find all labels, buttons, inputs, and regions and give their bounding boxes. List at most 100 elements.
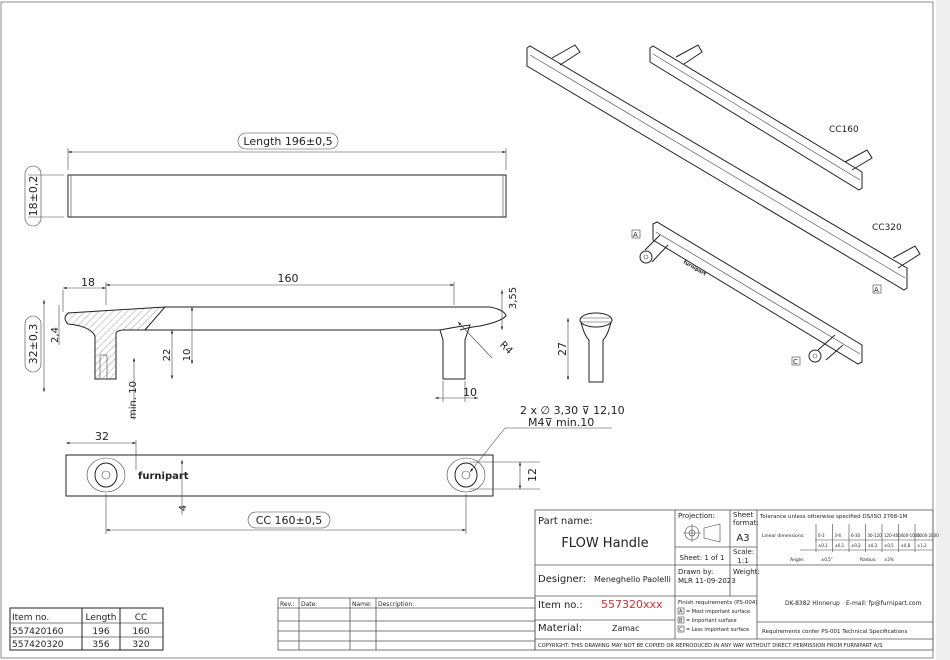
dim-10: 10 [182, 349, 193, 362]
drawn-by: MLR 11-09-2023 [678, 577, 736, 585]
dim-22: 22 [162, 349, 173, 362]
top-view-outline [67, 174, 507, 218]
material-label: Material: [538, 623, 582, 634]
width-label-box [24, 165, 42, 227]
tolerance-value: ±0,5 [884, 543, 894, 548]
tolerance-title: Tolerance unless otherwise specified DS/… [759, 514, 908, 520]
angle-value: ±0,5° [821, 557, 833, 562]
iso-logo: furnipart [682, 260, 707, 278]
finish-list: A = Most important surface B = Important… [677, 607, 750, 633]
angle-label: Angle: [790, 557, 804, 563]
hole-note-1: 2 x ∅ 3,30 ⊽ 12,10 [520, 404, 625, 417]
item-table: Item no. Length CC 557420160 196 160 557… [9, 607, 164, 651]
title-block: Part name: FLOW Handle Designer: Meneghe… [534, 509, 939, 651]
sheet-format-label: format: [733, 519, 759, 527]
finish-item: = Important surface [686, 618, 737, 624]
linear-label: Linear dimensions: [762, 533, 805, 539]
weight-label: Weight: [733, 568, 760, 576]
width-label: 18±0,2 [27, 176, 40, 217]
sheet-format: A3 [736, 533, 749, 544]
rev-header: Rev.: [280, 601, 295, 608]
tolerance-table: Tolerance unless otherwise specified DS/… [759, 514, 939, 563]
tolerance-range: 30-120 [868, 533, 883, 538]
projection-symbol-icon [683, 523, 721, 543]
section-hatch [64, 306, 167, 380]
svg-text:C: C [679, 627, 683, 633]
cc160-label: CC160 [829, 125, 859, 135]
svg-text:A: A [679, 609, 683, 615]
dim-27: 27 [556, 342, 569, 356]
iso-mark-a2: A [874, 286, 879, 294]
item-table-cell: 557420160 [12, 627, 64, 637]
item-table-cell: 196 [92, 627, 109, 637]
drawn-by-label: Drawn by: [678, 568, 713, 576]
dim-r4: R4 [497, 340, 514, 357]
dim-2-4: 2,4 [50, 327, 61, 343]
finish-item: = Most important surface [686, 609, 750, 615]
rev-header: Description: [378, 601, 414, 608]
dim-3-55: 3,55 [508, 287, 519, 309]
margin-strip [936, 0, 950, 660]
logo-text: furnipart [138, 471, 189, 482]
item-table-cell: 356 [92, 640, 109, 650]
dim-min-10: min. 10 [128, 381, 139, 419]
radius-label: Radius: [860, 557, 877, 563]
part-name: FLOW Handle [561, 536, 648, 551]
svg-text:B: B [679, 618, 683, 624]
tolerance-value: ±0,8 [901, 543, 911, 548]
material: Zamac [612, 624, 639, 633]
iso-mark-a1: A [633, 231, 638, 239]
tolerance-range: 6-30 [851, 533, 861, 538]
right-stem [439, 324, 471, 380]
projection-label: Projection: [678, 512, 715, 520]
finish-item: = Less important surface [686, 627, 749, 633]
dim-32: 32±0,3 [27, 324, 40, 365]
radius-value: ±5% [884, 557, 894, 562]
tolerance-value: ±0,1 [835, 543, 845, 548]
tolerance-range: 3-6 [835, 533, 842, 538]
tolerance-range: 400-1000 [901, 533, 921, 538]
tolerance-value: ±0,1 [818, 543, 828, 548]
item-table-cell: 160 [132, 627, 149, 637]
copyright: COPYRIGHT: THIS DRAWING MAY NOT BE COPIE… [538, 643, 882, 649]
requirements: Requirements confer PS-001 Technical Spe… [762, 629, 908, 635]
tolerance-range: 0-3 [818, 533, 825, 538]
tolerance-range: 120-400 [884, 533, 901, 538]
sheet-number: Sheet: 1 of 1 [680, 554, 725, 562]
cc320-label: CC320 [872, 223, 902, 233]
rev-header: Name: [352, 601, 372, 608]
finish-label: Finish requirements (PS-004) [678, 600, 758, 606]
designer-label: Designer: [538, 574, 586, 585]
dim-4: 4 [178, 505, 189, 511]
dim-32-bottom: 32 [95, 430, 109, 443]
revision-table: Rev.: Date: Name: Description: [277, 597, 536, 651]
dim-18: 18 [81, 276, 95, 289]
dim-160: 160 [278, 272, 299, 285]
tolerance-value: ±0,2 [851, 543, 861, 548]
item-table-cell: 320 [132, 640, 149, 650]
item-table-header: Item no. [12, 613, 49, 623]
address: DK-8382 Hinnerup [785, 600, 840, 607]
screw-hole [99, 354, 108, 380]
tolerance-value: ±1,2 [917, 543, 927, 548]
rev-header: Date: [301, 601, 317, 608]
tolerance-value: ±0,3 [868, 543, 878, 548]
hole-note-2: M4⊽ min.10 [528, 416, 594, 429]
top-view: Length 196±0,5 18±0,2 [24, 132, 507, 227]
dim-12: 12 [526, 468, 539, 482]
cc-label: CC 160±0,5 [256, 514, 323, 527]
item-table-header: Length [85, 613, 116, 623]
iso-mark-c: C [793, 358, 798, 366]
end-view: 27 [556, 312, 613, 383]
part-name-label: Part name: [538, 516, 593, 527]
designer: Meneghello Paolelli [594, 575, 671, 584]
bottom-view: furnipart 32 4 12 CC 160±0,5 2 x ∅ 3,30 … [65, 404, 625, 534]
item-table-header: CC [135, 613, 148, 623]
length-label-box [237, 132, 339, 150]
length-label: Length 196±0,5 [243, 135, 332, 148]
item-no: 557320xxx [601, 598, 663, 611]
scale-label: Scale: [733, 548, 754, 556]
email: E-mail: fp@furnipart.com [846, 600, 922, 607]
